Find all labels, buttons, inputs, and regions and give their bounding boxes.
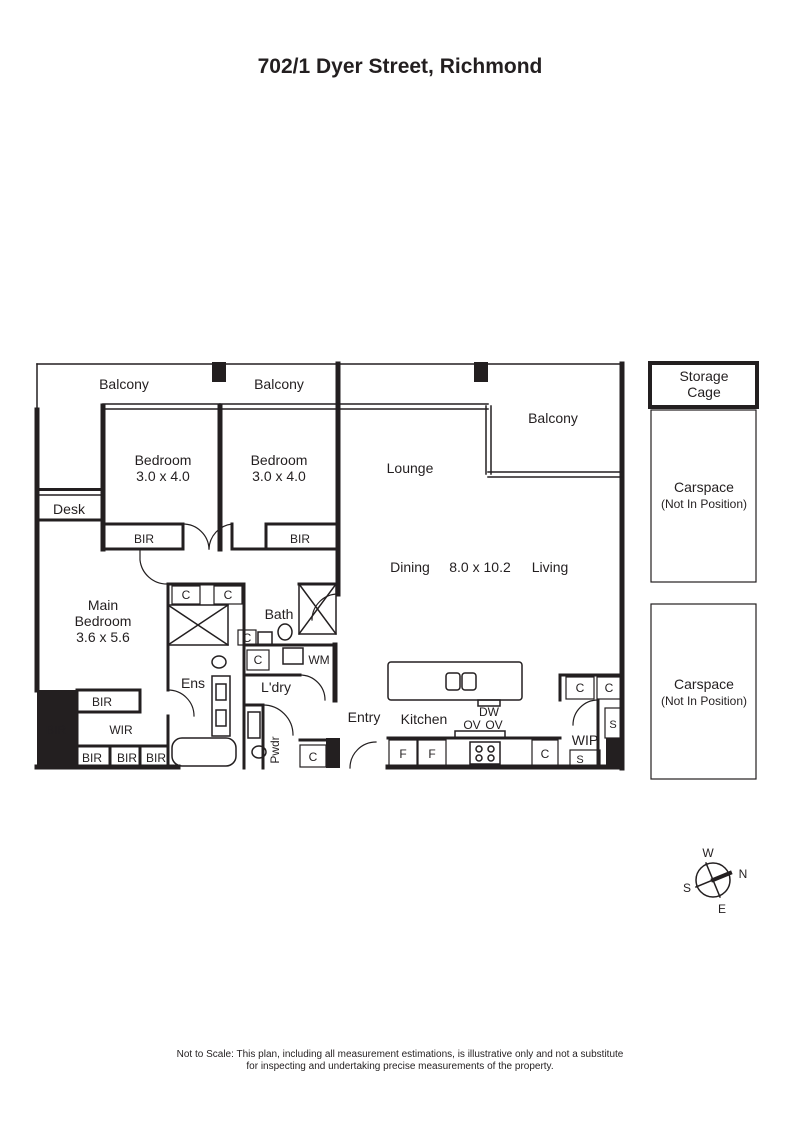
label-lounge: Lounge — [387, 460, 434, 476]
label-oven-1: OV — [463, 718, 480, 732]
disclaimer: Not to Scale: This plan, including all m… — [100, 1049, 700, 1073]
label-cupboard: C — [224, 588, 233, 602]
label-balcony-left: Balcony — [99, 376, 149, 392]
label-powder-room: Pwdr — [268, 736, 282, 763]
label-main-bir-left: BIR — [46, 723, 66, 737]
label-cupboard: C — [182, 588, 191, 602]
label-laundry: L'dry — [261, 679, 291, 695]
columns — [37, 362, 624, 768]
label-bir-bottom-1: BIR — [82, 751, 102, 765]
label-oven-2: OV — [485, 718, 502, 732]
label-cupboard: C — [309, 750, 318, 764]
label-bir-bottom-2: BIR — [117, 751, 137, 765]
disclaimer-line-2: for inspecting and undertaking precise m… — [246, 1061, 554, 1072]
disclaimer-line-1: Not to Scale: This plan, including all m… — [176, 1049, 624, 1060]
door-swings — [139, 523, 599, 769]
label-ensuite: Ens — [181, 675, 205, 691]
label-cupboard: C — [243, 631, 252, 645]
room-labels: Balcony Balcony Balcony Bedroom 3.0 x 4.… — [46, 368, 747, 916]
cupboard-outlines — [171, 585, 622, 768]
label-living: Living — [532, 559, 569, 575]
label-washing-machine: WM — [308, 653, 329, 667]
label-carspace-1-note: (Not In Position) — [661, 497, 747, 511]
label-carspace-2-note: (Not In Position) — [661, 694, 747, 708]
label-bedroom-3: Bedroom — [251, 452, 308, 468]
compass-east: E — [718, 902, 726, 916]
label-bir-bedroom-2: BIR — [134, 532, 154, 546]
label-main-bedroom-1: Main — [88, 597, 118, 613]
label-cupboard: C — [254, 653, 263, 667]
label-main-bir-top: BIR — [92, 695, 112, 709]
label-bedroom-2-size: 3.0 x 4.0 — [136, 468, 190, 484]
label-cupboard: C — [605, 681, 614, 695]
label-bir-bottom-3: BIR — [146, 751, 166, 765]
label-bedroom-3-size: 3.0 x 4.0 — [252, 468, 306, 484]
label-dining: Dining — [390, 559, 430, 575]
label-bath: Bath — [265, 606, 294, 622]
label-kitchen: Kitchen — [401, 711, 448, 727]
label-main-bedroom-size: 3.6 x 5.6 — [76, 629, 130, 645]
label-storage-cage-1: Storage — [679, 368, 728, 384]
label-entry: Entry — [348, 709, 381, 725]
label-main-bedroom-2: Bedroom — [75, 613, 132, 629]
compass-south: S — [683, 881, 691, 895]
fixtures — [166, 582, 523, 767]
plan-title: 702/1 Dyer Street, Richmond — [257, 55, 543, 78]
label-living-size: 8.0 x 10.2 — [449, 559, 511, 575]
label-shelf-2: S — [576, 754, 583, 766]
compass-west: W — [702, 846, 714, 860]
label-walk-in-pantry: WIP — [572, 732, 598, 748]
compass-icon — [695, 862, 733, 898]
interior-walls — [35, 518, 624, 770]
label-bir-bedroom-3: BIR — [290, 532, 310, 546]
label-dishwasher: DW — [479, 705, 500, 719]
label-shelf-1: S — [609, 719, 616, 731]
compass-north: N — [739, 867, 748, 881]
label-carspace-2: Carspace — [674, 676, 734, 692]
exterior-walls — [34, 361, 625, 771]
label-carspace-1: Carspace — [674, 479, 734, 495]
label-desk: Desk — [53, 501, 86, 517]
external-boxes — [648, 361, 759, 780]
label-storage-cage-2: Cage — [687, 384, 721, 400]
label-cupboard: C — [541, 747, 550, 761]
balcony-outline — [36, 363, 623, 411]
label-balcony-right: Balcony — [528, 410, 578, 426]
label-fridge-2: F — [428, 747, 435, 761]
label-fridge-1: F — [399, 747, 406, 761]
label-cupboard: C — [576, 681, 585, 695]
windows — [39, 403, 623, 496]
label-balcony-mid: Balcony — [254, 376, 304, 392]
label-bedroom-2: Bedroom — [135, 452, 192, 468]
label-wir: WIR — [109, 723, 133, 737]
